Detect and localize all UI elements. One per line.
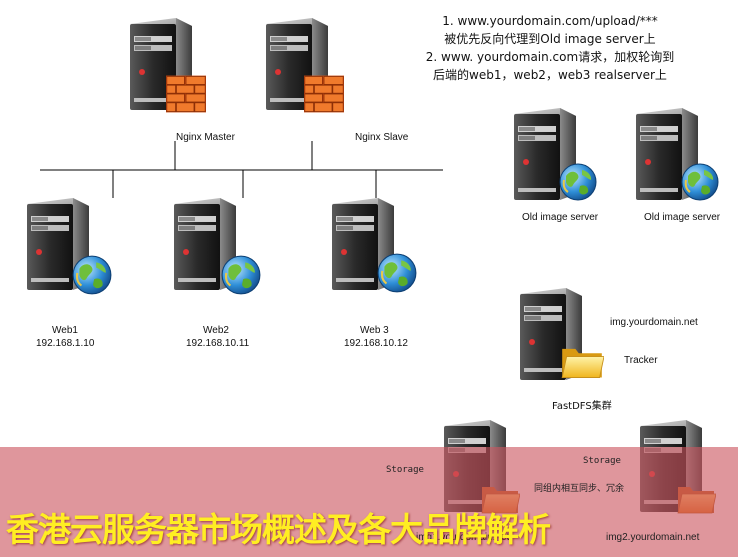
web1-ip: 192.168.1.10: [36, 338, 95, 349]
nginx-slave-server: [254, 16, 354, 114]
web2-ip: 192.168.10.11: [186, 338, 250, 349]
storage-sync-label: 同组内相互同步、冗余: [534, 484, 625, 494]
banner-title: 香港云服务器市场概述及各大品牌解析: [6, 510, 551, 549]
web2-server: [162, 196, 262, 296]
globe-icon: [220, 254, 262, 296]
firewall-icon: [166, 74, 206, 114]
web3-ip: 192.168.10.12: [344, 338, 408, 349]
routing-notes: 1. www.yourdomain.com/upload/*** 被优先反向代理…: [400, 12, 700, 84]
globe-icon: [376, 252, 418, 294]
folder-icon: [560, 342, 604, 380]
storage-domain-left: img1.yourdomain.net: [416, 532, 510, 543]
fastdfs-cluster-label: FastDFS集群: [552, 401, 612, 412]
old-image-server-1: [502, 106, 592, 204]
storage-label-right: Storage: [583, 456, 621, 466]
web1-server: [15, 196, 115, 296]
web3-name: Web 3: [360, 325, 389, 336]
storage-domain-right: img2.yourdomain.net: [606, 532, 700, 543]
web1-name: Web1: [52, 325, 78, 336]
old-image-server-1-label: Old image server: [522, 212, 599, 223]
tracker-domain: img.yourdomain.net: [610, 317, 698, 328]
old-image-server-2: [624, 106, 714, 204]
tracker-label: Tracker: [624, 355, 658, 366]
note-line-3: 2. www. yourdomain.com请求，加权轮询到: [425, 50, 675, 64]
old-image-server-2-label: Old image server: [644, 212, 721, 223]
web3-server: [320, 196, 420, 296]
globe-icon: [558, 162, 598, 202]
note-line-2: 被优先反向代理到Old image server上: [444, 32, 656, 46]
storage-label-left: Storage: [386, 465, 424, 475]
title-banner: [0, 447, 738, 557]
nginx-slave-label: Nginx Slave: [355, 132, 409, 143]
tracker-server: [508, 286, 608, 386]
globe-icon: [680, 162, 720, 202]
globe-icon: [71, 254, 113, 296]
firewall-icon: [304, 74, 344, 114]
nginx-master-label: Nginx Master: [176, 132, 235, 143]
note-line-4: 后端的web1，web2，web3 realserver上: [433, 68, 667, 82]
web2-name: Web2: [203, 325, 229, 336]
nginx-master-server: [118, 16, 204, 114]
note-line-1: 1. www.yourdomain.com/upload/***: [442, 14, 658, 28]
